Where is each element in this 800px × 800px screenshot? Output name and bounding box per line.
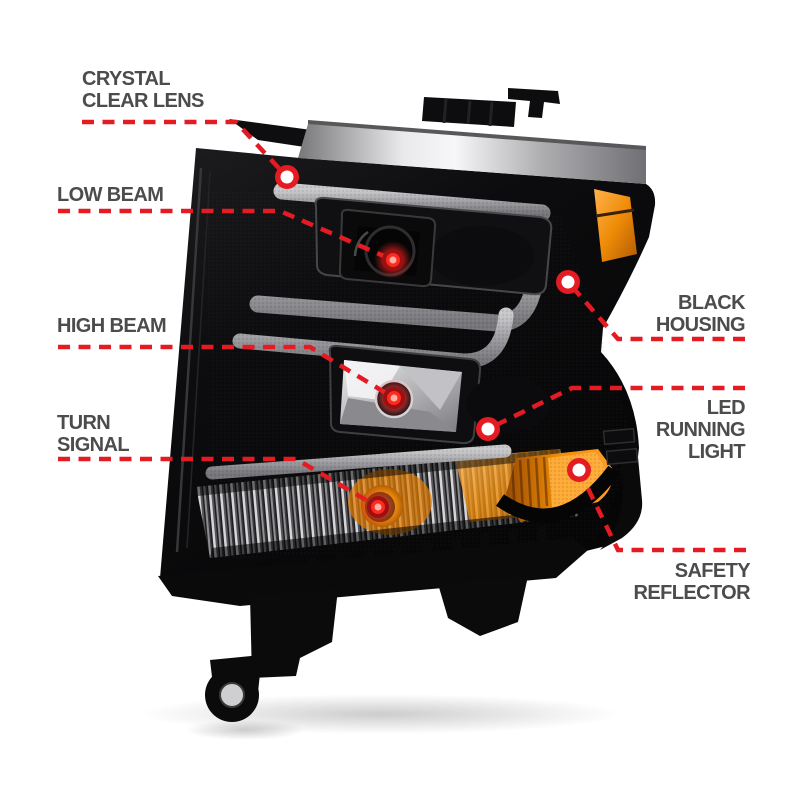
- label-line: REFLECTOR: [633, 582, 751, 604]
- callout-line-black-housing: [566, 280, 745, 342]
- callout-dots: [275, 165, 591, 526]
- mounting-hook: [508, 88, 560, 118]
- callout-label-turn-signal: TURN SIGNAL: [57, 412, 130, 456]
- label-line: CRYSTAL: [82, 68, 171, 90]
- led-drl-tube-upper-texture: [273, 182, 551, 222]
- mounting-foot: [438, 576, 528, 636]
- callout-lines: [58, 119, 746, 553]
- callout-dot-led-running-light: [476, 417, 500, 441]
- turn-signal-top-shade: [196, 449, 562, 496]
- right-flange: [600, 436, 643, 550]
- label-line: SIGNAL: [57, 434, 130, 456]
- low-beam-cavity: [430, 226, 534, 286]
- callout-label-crystal-clear-lens: CRYSTAL CLEAR LENS: [82, 68, 204, 112]
- callout-line-high-beam: [58, 344, 396, 400]
- turn-signal-bottom-shade: [210, 508, 578, 558]
- led-drl-strip-turn-texture: [205, 444, 512, 480]
- label-line: RUNNING: [655, 419, 746, 441]
- callout-label-low-beam: LOW BEAM: [57, 184, 164, 206]
- mounting-ribs: [278, 523, 568, 589]
- label-line: LOW BEAM: [57, 184, 164, 206]
- mounting-bracket: [250, 589, 338, 678]
- callout-line-safety-reflector: [576, 469, 746, 553]
- callout-label-high-beam: HIGH BEAM: [57, 315, 167, 337]
- flange-slot-2: [605, 447, 639, 466]
- safety-reflector-ribs: [510, 456, 549, 515]
- callout-line-crystal-clear-lens: [82, 119, 289, 179]
- callout-label-safety-reflector: SAFETY REFLECTOR: [633, 560, 751, 604]
- ground-shadow-small: [185, 720, 305, 740]
- callout-dot-safety-reflector: [567, 458, 591, 482]
- label-line: BLACK: [678, 292, 746, 314]
- side-marker-amber-upper: [594, 189, 637, 262]
- housing-wrap-edge: [495, 465, 620, 523]
- label-line: LED: [706, 397, 746, 419]
- callout-dot-turn-signal: [359, 488, 397, 526]
- callout-dot-crystal-clear-lens: [275, 165, 299, 189]
- label-line: CLEAR LENS: [82, 90, 204, 112]
- mounting-tab-ribs: [442, 98, 494, 127]
- high-beam-facet-1: [344, 360, 400, 400]
- high-beam-facet-2: [400, 366, 462, 410]
- bracket-hole-rim: [219, 682, 245, 708]
- label-line: LIGHT: [688, 441, 746, 463]
- label-line: HIGH BEAM: [57, 315, 167, 337]
- housing-edge-highlight: [175, 167, 203, 553]
- callout-label-black-housing: BLACK HOUSING: [655, 292, 746, 336]
- housing-edge-highlight-2: [186, 171, 211, 549]
- callout-dot-high-beam: [375, 379, 413, 417]
- flange-slot-1: [602, 427, 636, 446]
- callout-line-led-running-light: [487, 385, 745, 432]
- label-line: HOUSING: [655, 314, 746, 336]
- callout-dot-black-housing: [556, 270, 580, 294]
- bracket-hole: [220, 683, 244, 707]
- side-marker-divider: [595, 208, 635, 218]
- chrome-trim: [298, 124, 646, 184]
- callout-dot-low-beam: [374, 241, 412, 279]
- low-beam-highlight: [353, 230, 369, 257]
- label-line: TURN: [57, 412, 111, 434]
- callout-label-led-running-light: LED RUNNING LIGHT: [655, 397, 746, 463]
- label-line: SAFETY: [674, 560, 751, 582]
